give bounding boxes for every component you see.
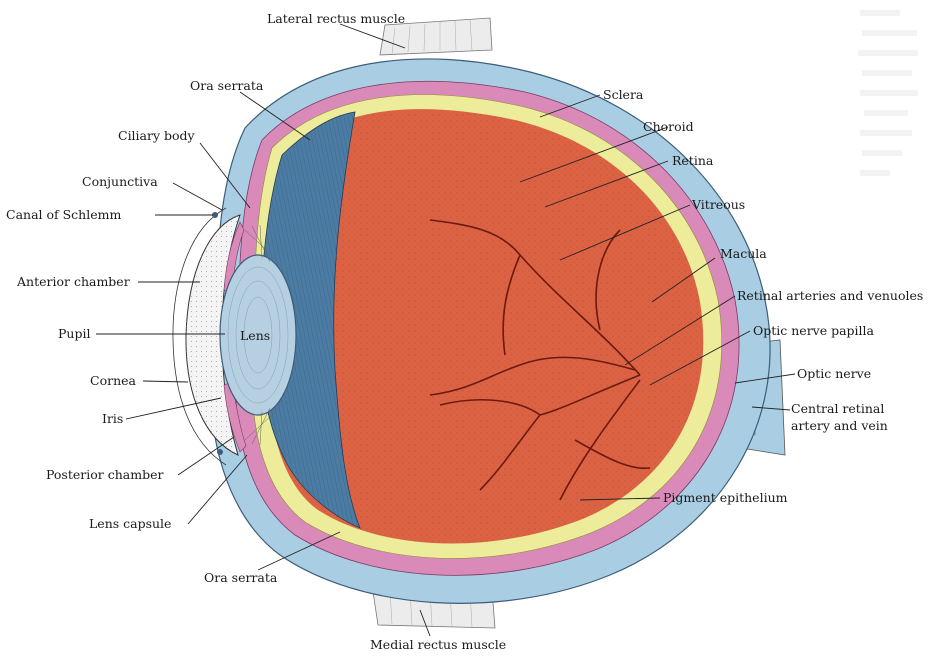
label-vitreous: Vitreous <box>691 197 745 212</box>
label-choroid: Choroid <box>643 119 694 134</box>
label-central-retinal-1: Central retinal <box>791 401 884 416</box>
label-ora-serrata-top: Ora serrata <box>190 78 264 93</box>
label-pupil: Pupil <box>58 326 90 341</box>
label-cornea: Cornea <box>90 373 137 388</box>
label-conjunctiva: Conjunctiva <box>82 174 158 189</box>
label-canal-of-schlemm: Canal of Schlemm <box>6 207 121 222</box>
label-medial-rectus: Medial rectus muscle <box>370 637 506 652</box>
background-page-text <box>858 10 918 176</box>
label-anterior-chamber: Anterior chamber <box>16 274 130 289</box>
conjunctiva <box>172 207 227 466</box>
canal-of-schlemm-upper <box>212 212 218 218</box>
label-central-retinal-2: artery and vein <box>791 418 888 433</box>
lateral-rectus-muscle <box>379 17 493 56</box>
label-pigment-epithelium: Pigment epithelium <box>663 490 788 505</box>
anatomy-labels: Lateral rectus muscle Ora serrata Ciliar… <box>6 11 923 652</box>
label-optic-nerve-papilla: Optic nerve papilla <box>753 323 875 338</box>
label-retinal-vessels: Retinal arteries and venuoles <box>737 288 923 303</box>
label-macula: Macula <box>720 246 767 261</box>
label-iris: Iris <box>102 411 123 426</box>
label-lens-capsule: Lens capsule <box>89 516 171 531</box>
label-posterior-chamber: Posterior chamber <box>46 467 163 482</box>
leader-lines <box>96 23 796 637</box>
canal-of-schlemm-lower <box>217 449 223 455</box>
lens <box>219 254 297 416</box>
label-optic-nerve: Optic nerve <box>797 366 871 381</box>
label-ciliary-body: Ciliary body <box>118 128 196 143</box>
label-lens: Lens <box>240 328 270 343</box>
label-ora-serrata-bottom: Ora serrata <box>204 570 278 585</box>
label-sclera: Sclera <box>603 87 644 102</box>
iris-lower <box>223 381 247 453</box>
zonular-fibers <box>244 224 276 446</box>
label-lateral-rectus: Lateral rectus muscle <box>267 11 405 26</box>
label-retina: Retina <box>672 153 714 168</box>
